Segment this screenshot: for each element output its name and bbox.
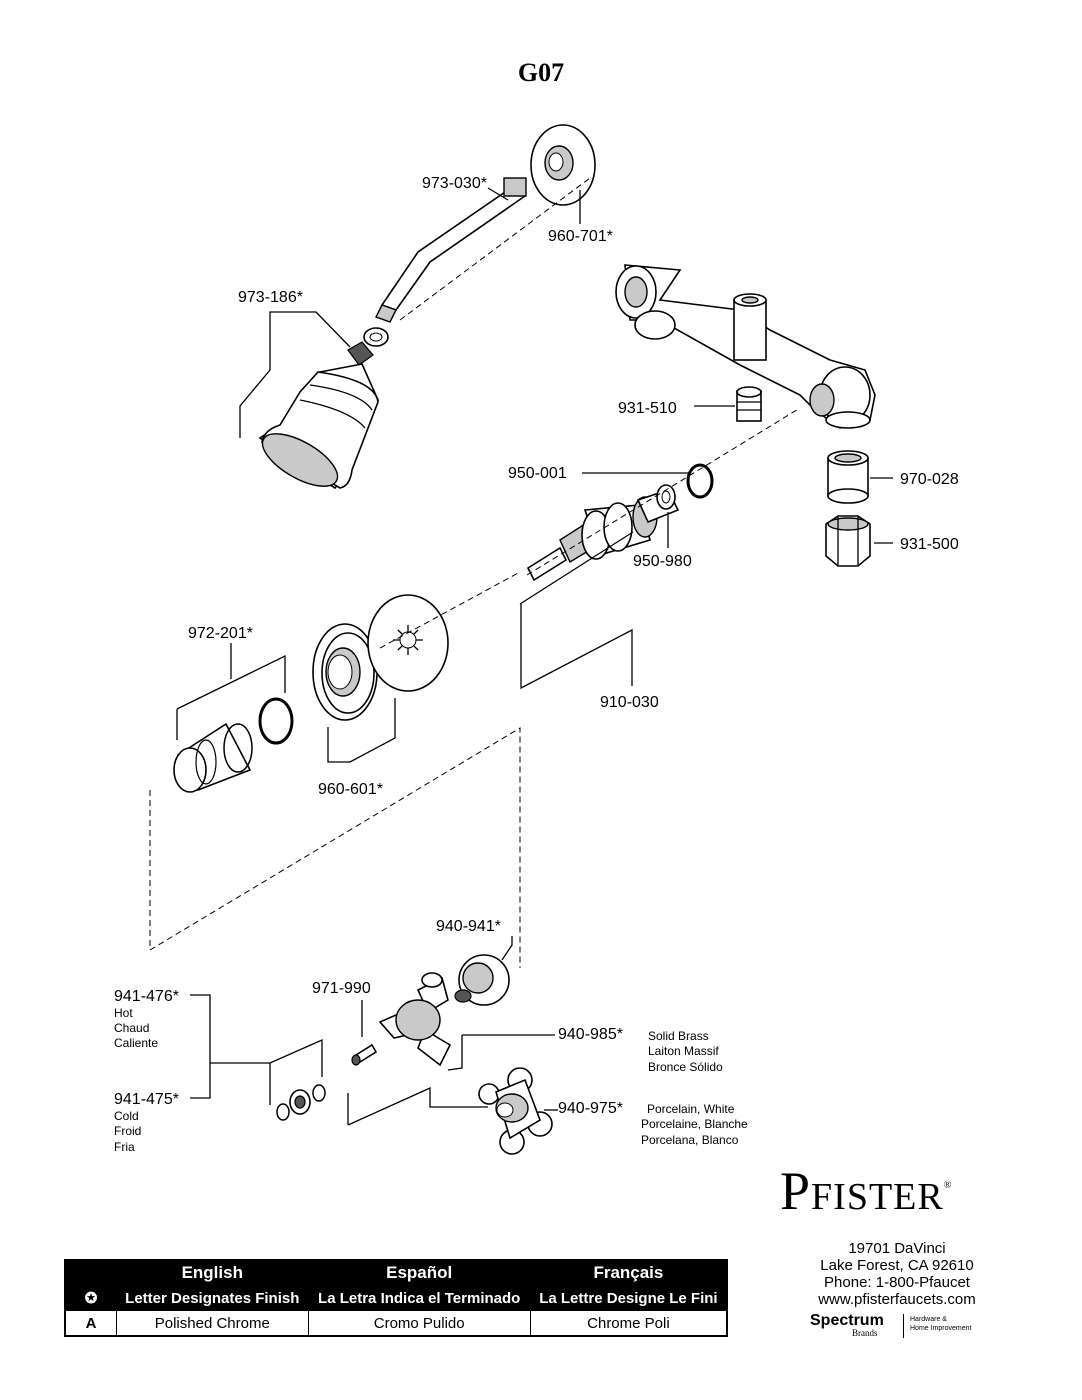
address-line: 19701 DaVinci xyxy=(848,1240,946,1257)
shower-arm xyxy=(375,177,527,323)
part-note: Hot xyxy=(114,1006,133,1020)
part-note: Porcelain, White xyxy=(647,1102,735,1116)
part-label: 940-975* xyxy=(558,1100,623,1117)
pfister-logo: Pfister® xyxy=(780,1161,953,1221)
adapter xyxy=(827,450,869,504)
part-note: Froid xyxy=(114,1124,141,1138)
part-label: 973-030* xyxy=(422,175,487,192)
header-english: English xyxy=(116,1259,309,1286)
sleeve-o-ring xyxy=(258,697,294,745)
part-label: 973-186* xyxy=(238,289,303,306)
finish-row: A Polished Chrome Cromo Pulido Chrome Po… xyxy=(64,1310,728,1337)
company-address: 19701 DaVinci Lake Forest, CA 92610 Phon… xyxy=(782,1240,1012,1308)
part-label: 972-201* xyxy=(188,625,253,642)
phone-line: Phone: 1-800-Pfaucet xyxy=(824,1274,970,1291)
part-label: 950-980 xyxy=(633,553,692,570)
escutcheon-plate xyxy=(367,594,449,692)
index-buttons xyxy=(276,1084,326,1121)
finish-english: Polished Chrome xyxy=(116,1310,309,1337)
note-francais: La Lettre Designe Le Fini xyxy=(529,1285,728,1311)
escutcheon xyxy=(312,623,378,721)
address-line: Lake Forest, CA 92610 xyxy=(820,1257,974,1274)
finish-code: A xyxy=(64,1310,117,1337)
finish-header-row: English Español Français xyxy=(64,1259,728,1286)
shower-head xyxy=(258,327,389,490)
o-ring xyxy=(686,463,714,499)
part-label: 940-985* xyxy=(558,1026,623,1043)
stem-sleeve xyxy=(173,722,253,793)
website-link[interactable]: www.pfisterfaucets.com xyxy=(818,1291,976,1308)
valve-body xyxy=(615,264,876,429)
solid-brass-handle xyxy=(378,972,452,1067)
part-label: 941-476* xyxy=(114,988,179,1005)
part-label: 931-510 xyxy=(618,400,677,417)
header-francais: Français xyxy=(529,1259,728,1286)
finish-note-row: ✪ Letter Designates Finish La Letra Indi… xyxy=(64,1285,728,1311)
divider xyxy=(903,1314,904,1338)
part-label: 971-990 xyxy=(312,980,371,997)
header-espanol: Español xyxy=(307,1259,531,1286)
exploded-parts-diagram: 973-030* 960-701* 973-186* 931-510 950-0… xyxy=(114,124,959,1155)
seat-washer-hole xyxy=(661,490,671,504)
part-label: 950-001 xyxy=(508,465,567,482)
part-note: Cold xyxy=(114,1109,139,1123)
part-note: Laiton Massif xyxy=(648,1044,719,1058)
part-label: 960-701* xyxy=(548,228,613,245)
note-symbol: ✪ xyxy=(64,1285,117,1311)
part-note: Porcelaine, Blanche xyxy=(641,1117,748,1131)
handle-flange xyxy=(454,954,510,1006)
part-note: Chaud xyxy=(114,1021,149,1035)
porcelain-handle xyxy=(478,1067,553,1155)
finish-espanol: Cromo Pulido xyxy=(307,1310,531,1337)
part-label: 970-028 xyxy=(900,471,959,488)
spectrum-sub: Brands xyxy=(852,1328,878,1338)
finish-table: English Español Français ✪ Letter Design… xyxy=(64,1259,728,1337)
part-label: 940-941* xyxy=(436,918,501,935)
part-label: 910-030 xyxy=(600,694,659,711)
hex-nipple xyxy=(736,386,762,422)
note-espanol: La Letra Indica el Terminado xyxy=(307,1285,531,1311)
model-title: G07 xyxy=(517,58,565,87)
part-note: Fria xyxy=(114,1140,135,1154)
part-label: 960-601* xyxy=(318,781,383,798)
part-label: 931-500 xyxy=(900,536,959,553)
part-note: Porcelana, Blanco xyxy=(641,1133,739,1147)
part-note: Caliente xyxy=(114,1036,158,1050)
spectrum-tagline: Hardware &Home Improvement xyxy=(910,1316,972,1332)
part-note: Bronce Sólido xyxy=(648,1060,723,1074)
part-label: 941-475* xyxy=(114,1091,179,1108)
note-english: Letter Designates Finish xyxy=(116,1285,309,1311)
finish-francais: Chrome Poli xyxy=(529,1310,728,1337)
union-nut xyxy=(825,515,871,567)
spectrum-brands-logo: Spectrum Brands Hardware &Home Improveme… xyxy=(810,1312,1010,1340)
spectrum-name: Spectrum xyxy=(810,1312,884,1329)
handle-screw xyxy=(351,1043,378,1066)
part-note: Solid Brass xyxy=(648,1029,709,1043)
brand-name: Pfister xyxy=(780,1161,944,1221)
arm-flange xyxy=(530,124,596,206)
